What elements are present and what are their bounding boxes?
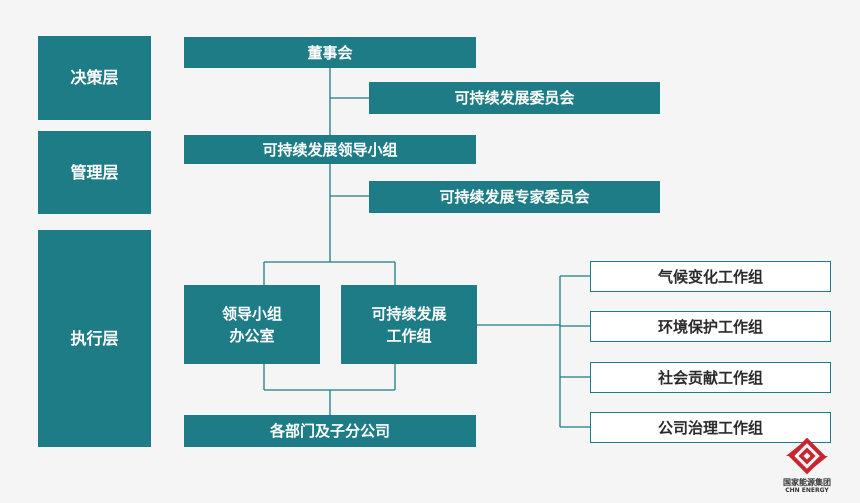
work-group-governance: 公司治理工作组: [590, 412, 831, 443]
node-board: 董事会: [184, 37, 476, 68]
layer-management: 管理层: [38, 131, 151, 214]
node-departments: 各部门及子分公司: [184, 415, 476, 447]
logo-name-cn: 国家能源集团: [783, 478, 831, 487]
node-sd-committee: 可持续发展委员会: [369, 82, 660, 114]
chn-energy-logo-mark: [786, 437, 828, 475]
work-group-social: 社会贡献工作组: [590, 362, 831, 393]
node-leading-group-office: 领导小组 办公室: [184, 285, 320, 364]
layer-decision: 决策层: [38, 36, 151, 120]
node-sd-work-group: 可持续发展 工作组: [341, 285, 477, 364]
logo-name-en: CHN ENERGY: [785, 487, 829, 494]
node-leading-group-office-line1: 领导小组: [221, 304, 282, 323]
node-sd-leading-group: 可持续发展领导小组: [184, 135, 476, 164]
work-group-climate: 气候变化工作组: [590, 261, 831, 292]
work-group-environment: 环境保护工作组: [590, 311, 831, 342]
node-leading-group-office-line2: 办公室: [229, 326, 275, 345]
node-sd-work-group-line1: 可持续发展: [371, 304, 447, 323]
chn-energy-logo: 国家能源集团 CHN ENERGY: [772, 436, 842, 496]
layer-execution: 执行层: [38, 230, 151, 447]
node-sd-work-group-line2: 工作组: [386, 326, 432, 345]
node-sd-expert-committee: 可持续发展专家委员会: [369, 181, 660, 213]
